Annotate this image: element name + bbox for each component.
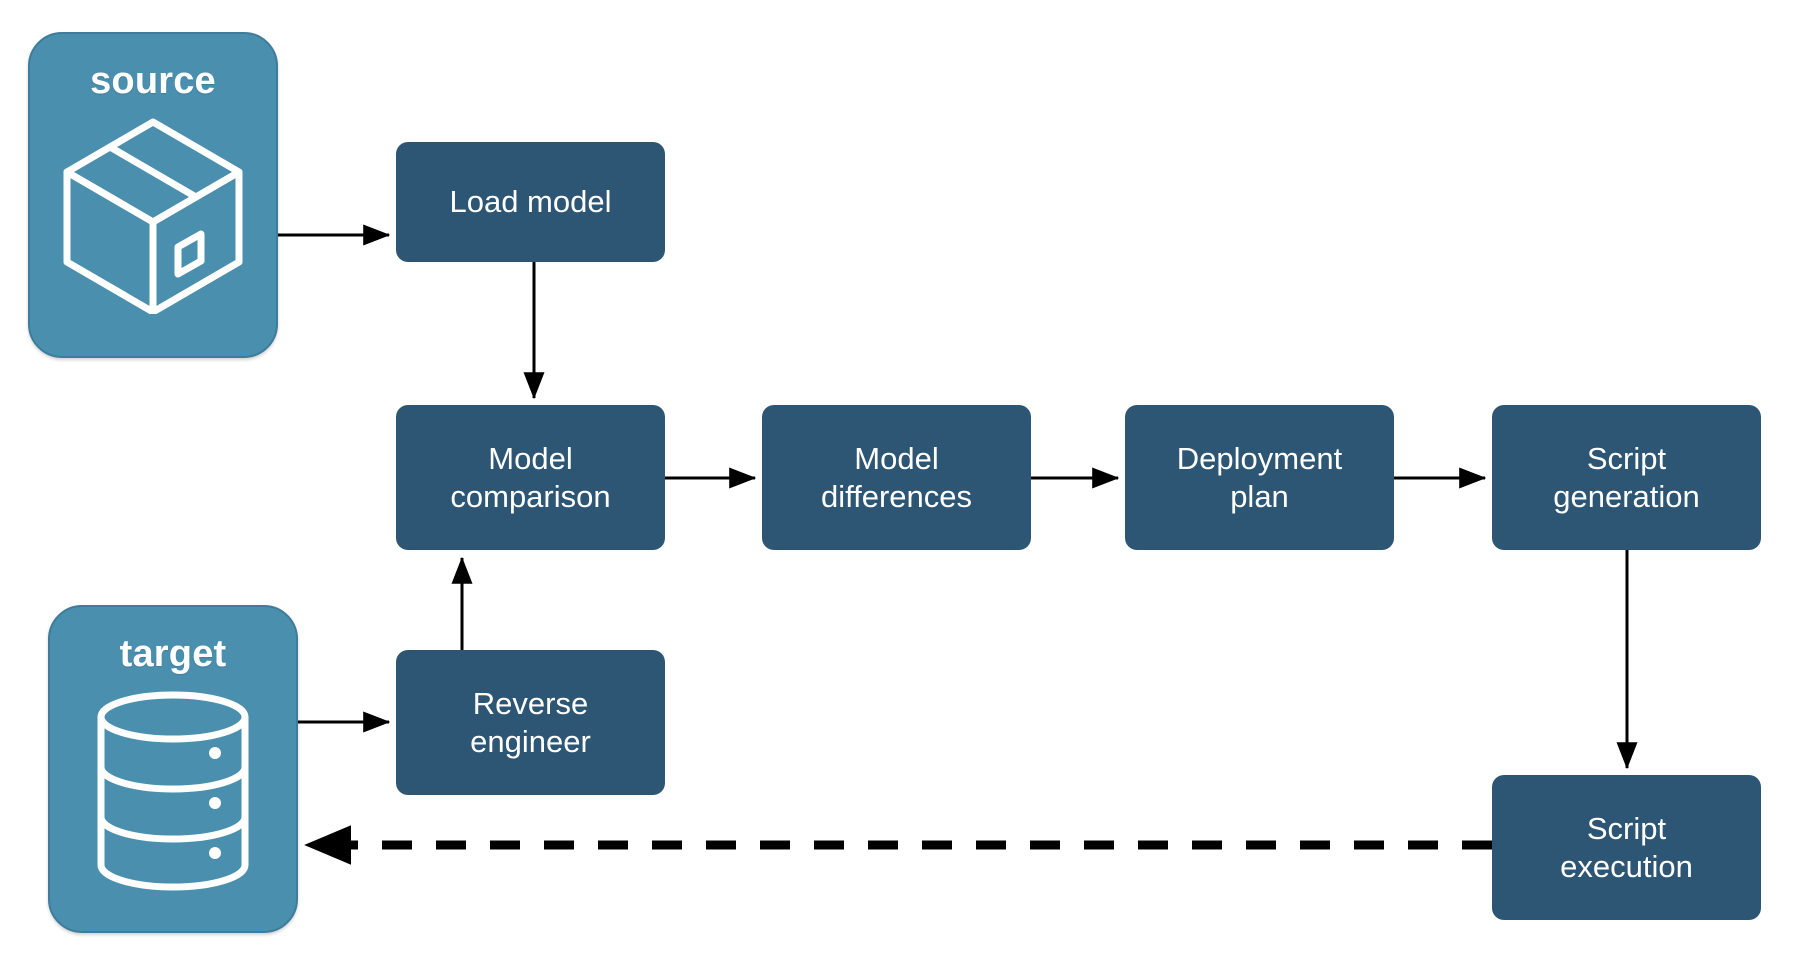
process-reverse-engineer[interactable]: Reverse engineer [396,650,665,795]
process-model-differences-line-1: Model [854,440,939,476]
endpoint-source-label: source [90,60,216,102]
process-script-execution[interactable]: Script execution [1492,775,1761,920]
process-model-comparison-line-1: Model [488,440,573,476]
process-script-execution-line-2: execution [1560,848,1693,884]
process-script-generation-line-2: generation [1553,478,1700,514]
endpoint-source[interactable]: source [28,32,278,358]
process-model-differences-line-2: differences [820,478,973,514]
process-script-execution-line-1: Script [1586,810,1667,846]
process-script-generation-line-1: Script [1586,440,1667,476]
endpoint-target[interactable]: target [48,605,298,933]
process-deployment-plan[interactable]: Deployment plan [1125,405,1394,550]
process-model-differences[interactable]: Model differences [762,405,1031,550]
database-cylinder-icon [93,691,253,896]
process-model-comparison[interactable]: Model comparison [396,405,665,550]
process-model-comparison-line-2: comparison [450,478,611,514]
process-load-model[interactable]: Load model [396,142,665,262]
process-reverse-engineer-line-1: Reverse [472,685,589,721]
process-deployment-plan-line-2: plan [1230,478,1289,514]
package-box-icon [58,114,248,319]
process-script-generation[interactable]: Script generation [1492,405,1761,550]
process-load-model-line-1: Load model [449,184,612,220]
process-deployment-plan-line-1: Deployment [1176,440,1343,476]
process-reverse-engineer-line-2: engineer [470,723,591,759]
endpoint-target-label: target [119,633,227,675]
